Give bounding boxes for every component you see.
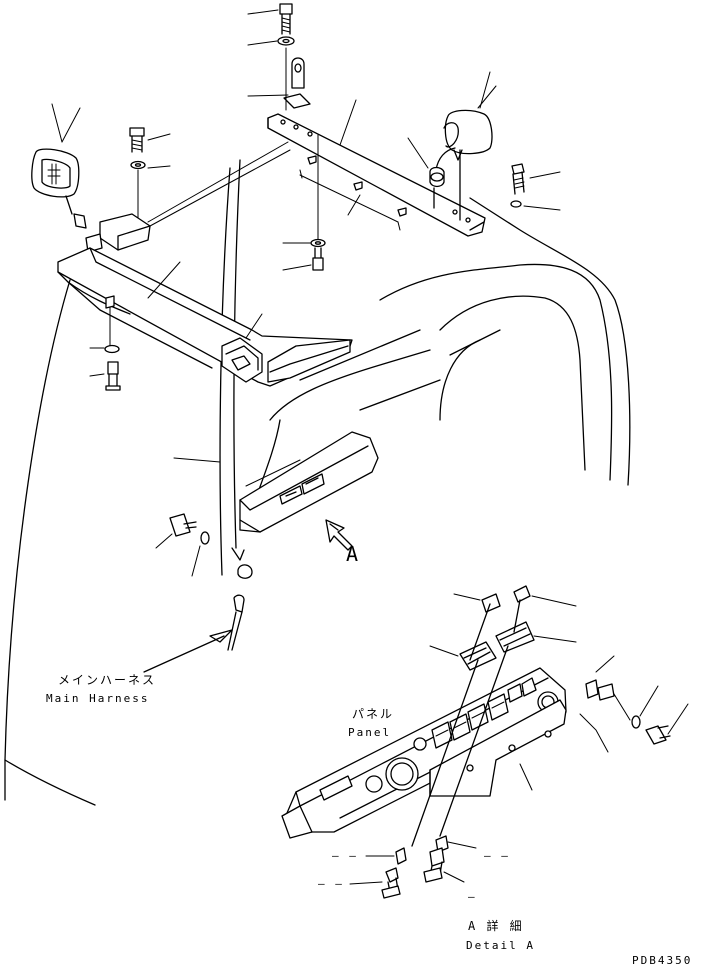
view-arrow xyxy=(325,519,353,551)
top-bolt xyxy=(247,3,293,35)
roof-beam xyxy=(57,247,353,387)
detail-panel xyxy=(281,667,567,839)
top-bracket-bar xyxy=(267,99,486,237)
dash-label-2: – – xyxy=(484,849,510,862)
bracket-center-bolt xyxy=(282,134,326,271)
beam-small-lamp xyxy=(221,313,263,383)
beam-extension xyxy=(267,339,351,383)
detail-switches xyxy=(411,585,577,847)
dash-label-4: – xyxy=(468,890,477,903)
misc-leaders xyxy=(51,71,491,143)
main-harness xyxy=(143,594,245,673)
dash-label-3: – – xyxy=(318,877,344,890)
left-lower-bolt xyxy=(89,295,121,391)
main-harness-label-en: Main Harness xyxy=(46,692,150,705)
detail-right-connector xyxy=(579,655,689,753)
left-bracket-block xyxy=(85,141,291,253)
top-washer xyxy=(247,36,295,46)
detail-lower-parts xyxy=(349,835,477,899)
panel-label-en: Panel xyxy=(348,726,392,739)
small-screws xyxy=(299,155,407,231)
right-work-lamp xyxy=(443,85,497,161)
left-work-lamp xyxy=(31,107,87,229)
lamp-stay xyxy=(247,57,311,109)
detail-label-en: Detail A xyxy=(466,939,535,952)
right-lamp-cord xyxy=(407,137,461,221)
main-harness-label-jp: メインハーネス xyxy=(58,673,157,687)
panel-label-jp: パネル xyxy=(352,707,395,721)
harness-clamp xyxy=(155,513,253,579)
left-top-bolt xyxy=(129,127,171,219)
dash-label-1: – – xyxy=(332,849,358,862)
right-bolt-washer xyxy=(510,163,561,211)
drawing-code: PDB4350 xyxy=(632,954,693,967)
detail-label-jp: A 詳 細 xyxy=(468,919,524,933)
view-marker-label: A xyxy=(346,542,359,566)
overhead-console xyxy=(173,431,379,533)
